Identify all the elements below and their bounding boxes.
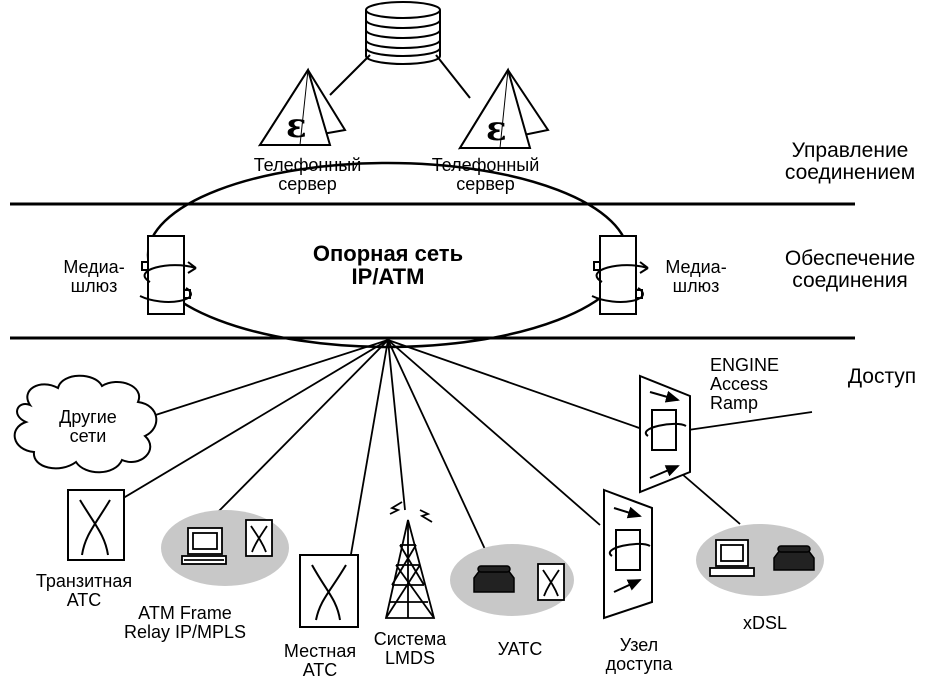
layer-label-transport: Обеспечение соединения	[784, 247, 916, 293]
media-gateway-left-label: Медиа- шлюз	[63, 257, 125, 296]
computer-icon	[181, 527, 227, 565]
access-links	[119, 339, 813, 561]
media-gateway-icon	[139, 235, 197, 315]
access-node-icon	[639, 374, 691, 494]
svg-text:ε: ε	[286, 106, 307, 146]
switch-icon	[299, 554, 359, 628]
telephone-icon	[773, 545, 815, 571]
transit-exchange-label: Транзитная АТС	[35, 571, 133, 610]
server-pyramid-icon: ε	[457, 67, 550, 150]
switch-icon	[67, 489, 125, 561]
lmds-label: Система LMDS	[373, 629, 447, 668]
layer-label-control: Управление соединением	[784, 139, 916, 185]
computer-icon	[709, 539, 755, 577]
core-network-label: Опорная сеть IP/ATM	[312, 241, 464, 290]
atm-fr-ip-label: ATM Frame Relay IP/MPLS	[123, 603, 247, 642]
server-pyramid-icon: ε	[257, 67, 347, 147]
access-node-label: Узел доступа	[605, 635, 673, 674]
other-networks-label: Другие сети	[59, 407, 117, 446]
local-exchange-label: Местная АТС	[283, 641, 357, 680]
switch-icon	[537, 563, 565, 601]
engine-access-ramp-label: ENGINE Access Ramp	[710, 355, 780, 413]
telephone-server-right-label: Телефонный сервер	[431, 155, 540, 194]
db-link-right	[435, 54, 471, 99]
database-icon	[365, 1, 441, 65]
db-link-left	[329, 54, 371, 96]
antenna-tower-icon	[384, 501, 436, 619]
media-gateway-right-label: Медиа- шлюз	[665, 257, 727, 296]
media-gateway-icon	[591, 235, 649, 315]
cloud-icon	[13, 374, 158, 474]
access-node-icon	[603, 488, 653, 620]
layer-label-access: Доступ	[847, 365, 917, 388]
telephone-icon	[473, 565, 515, 593]
svg-text:ε: ε	[486, 109, 507, 149]
pbx-label: УАТС	[497, 639, 543, 659]
telephone-server-left-label: Телефонный сервер	[253, 155, 362, 194]
switch-icon	[245, 519, 273, 557]
xdsl-label: xDSL	[742, 613, 787, 633]
